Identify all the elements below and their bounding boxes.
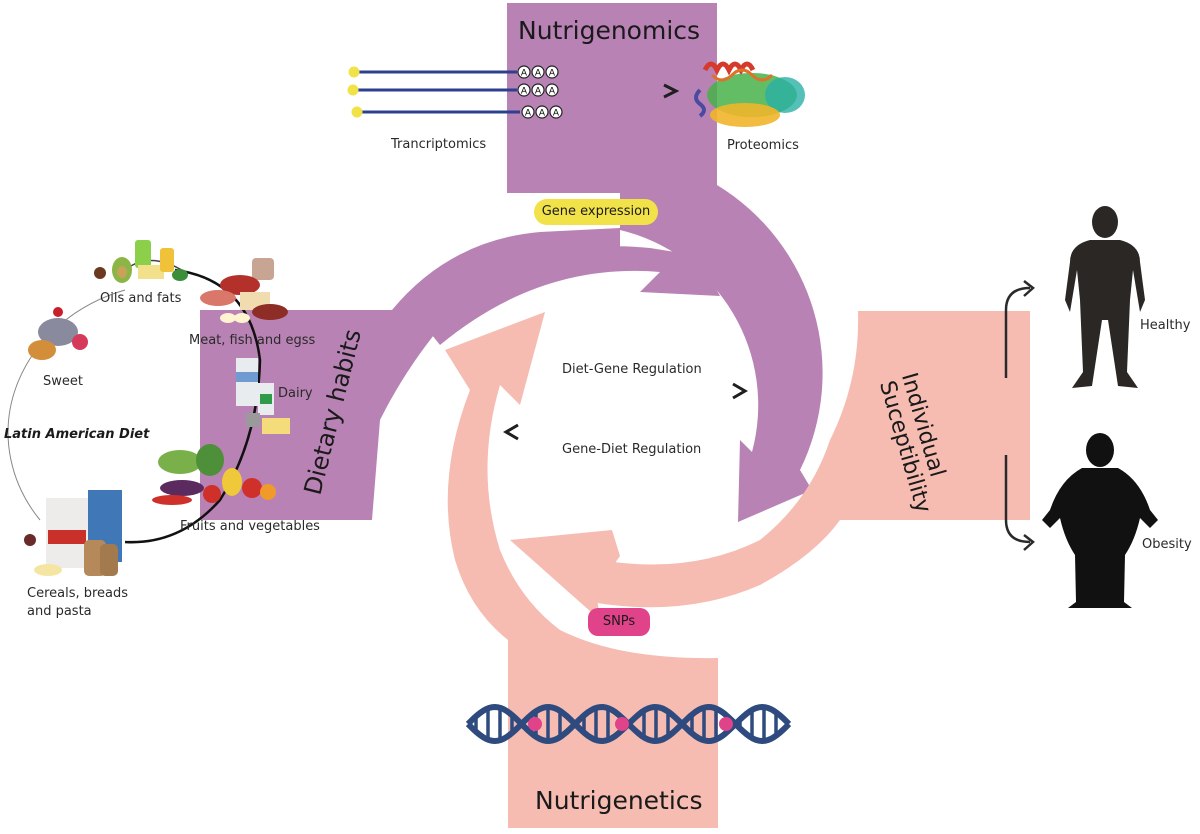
poly-a-bead — [521, 105, 535, 119]
meat-fish-eggs-food-icon — [200, 258, 288, 323]
dna-helix-icon — [465, 703, 792, 745]
poly-a-letter: A — [549, 87, 556, 97]
cap-dot — [347, 84, 359, 96]
healthy-arrow — [1004, 286, 1031, 378]
nutrigenomics-arc-arrow — [620, 185, 823, 522]
diet-group-sweet: Sweet — [43, 374, 83, 389]
fruits-vegetables-food-icon — [152, 444, 276, 505]
dietary-habits-block — [200, 228, 620, 520]
susceptibility-block — [580, 311, 1030, 608]
diet-group-meat-fish-eggs: Meat, fish and egss — [189, 333, 316, 348]
susceptibility-arrow-head — [510, 530, 620, 620]
poly-a-letter: A — [521, 87, 528, 97]
obesity-arrow-head — [1023, 534, 1035, 551]
poly-a-letter: A — [521, 69, 528, 79]
poly-a-bead — [517, 65, 531, 79]
poly-a-letter: A — [525, 109, 532, 119]
nutrigenomics-block — [507, 3, 717, 193]
snp-marker — [528, 717, 542, 731]
gene-expression-badge: Gene expression — [534, 199, 658, 225]
obesity-label: Obesity — [1142, 537, 1192, 552]
snps-badge: SNPs — [588, 608, 650, 636]
wheel-thin-arc — [7, 289, 126, 521]
obese-person-icon — [1042, 433, 1158, 608]
transcriptomics-label: Trancriptomics — [391, 137, 487, 152]
mrna-strands — [347, 66, 520, 118]
healthy-label: Healthy — [1140, 318, 1191, 333]
gene-expression-arrow — [420, 225, 720, 345]
gene-diet-arrow-head — [503, 423, 519, 441]
nutrigenetics-title: Nutrigenetics — [535, 786, 703, 815]
regulation-reverse-label: Gene-Diet Regulation — [562, 442, 702, 457]
poly-a-bead — [545, 65, 559, 79]
diet-group-oils-fats: Oils and fats — [100, 291, 182, 306]
poly-a-bead — [531, 65, 545, 79]
cap-dot — [351, 106, 363, 118]
diet-group-cereals-breads-pasta: Cereals, breads and pasta — [27, 586, 129, 619]
regulation-forward-label: Diet-Gene Regulation — [562, 362, 702, 377]
dairy-food-icon — [236, 358, 290, 434]
sweet-food-icon — [28, 307, 88, 360]
healthy-arrow-head — [1023, 280, 1035, 297]
nutrigenetics-block — [445, 312, 718, 828]
poly-a-letter: A — [535, 69, 542, 79]
healthy-person-icon — [1065, 206, 1145, 388]
oils-fats-food-icon — [94, 240, 188, 283]
poly-a-letter: A — [553, 109, 560, 119]
poly-a-letter: A — [535, 87, 542, 97]
diet-group-fruits-vegetables: Fruits and vegetables — [180, 519, 320, 534]
proteomics-label: Proteomics — [727, 138, 799, 153]
snp-marker — [719, 717, 733, 731]
diet-group-dairy: Dairy — [278, 386, 313, 401]
nutrigenomics-title: Nutrigenomics — [518, 16, 701, 45]
snp-marker — [615, 717, 629, 731]
poly-a-bead — [517, 83, 531, 97]
protein-structure-icon — [694, 61, 805, 127]
poly-a-bead — [531, 83, 545, 97]
poly-a-bead — [535, 105, 549, 119]
obesity-arrow — [1004, 455, 1031, 544]
translation-arrow-head — [663, 83, 680, 99]
poly-a-letter: A — [539, 109, 546, 119]
poly-a-bead — [545, 83, 559, 97]
cap-dot — [348, 66, 360, 78]
poly-a-letter: A — [549, 69, 556, 79]
cereals-breads-pasta-food-icon — [24, 490, 122, 576]
diet-wheel-center-label: Latin American Diet — [4, 427, 150, 442]
diet-gene-arrow-head — [732, 382, 748, 400]
poly-a-bead — [549, 105, 563, 119]
